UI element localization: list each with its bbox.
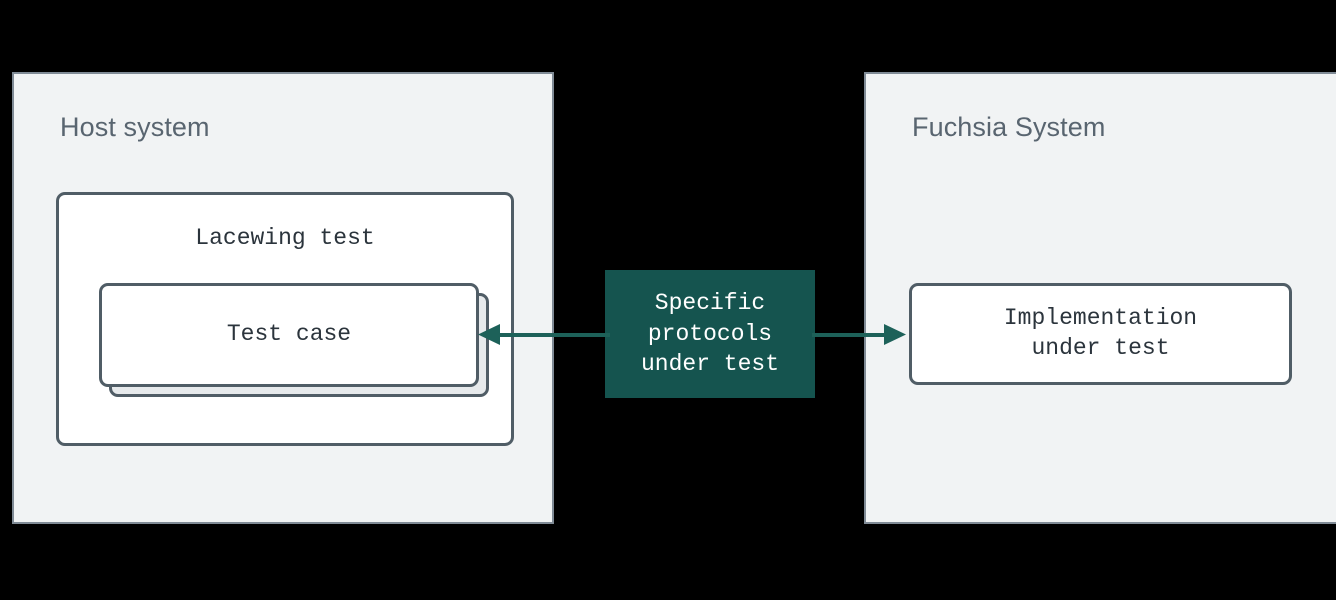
implementation-under-test-box: Implementation under test [909, 283, 1292, 385]
fuchsia-system-title: Fuchsia System [912, 112, 1106, 142]
arrow-protocols-to-test-case [478, 324, 610, 345]
lacewing-test-label: Lacewing test [195, 225, 375, 251]
specific-protocols-label: Specific protocols under test [640, 290, 780, 378]
lacewing-test-box: Lacewing test Test case [56, 192, 514, 446]
test-case-label: Test case [226, 321, 352, 348]
fuchsia-system-panel: Fuchsia System Implementation under test [864, 72, 1336, 524]
test-case-stack: Test case [99, 283, 489, 397]
implementation-under-test-label: Implementation under test [1003, 305, 1198, 361]
arrow-protocols-to-implementation [812, 324, 906, 345]
specific-protocols-block: Specific protocols under test [605, 270, 815, 398]
host-system-title: Host system [60, 112, 210, 142]
test-case-card-front: Test case [99, 283, 479, 387]
host-system-panel: Host system Lacewing test Test case [12, 72, 554, 524]
